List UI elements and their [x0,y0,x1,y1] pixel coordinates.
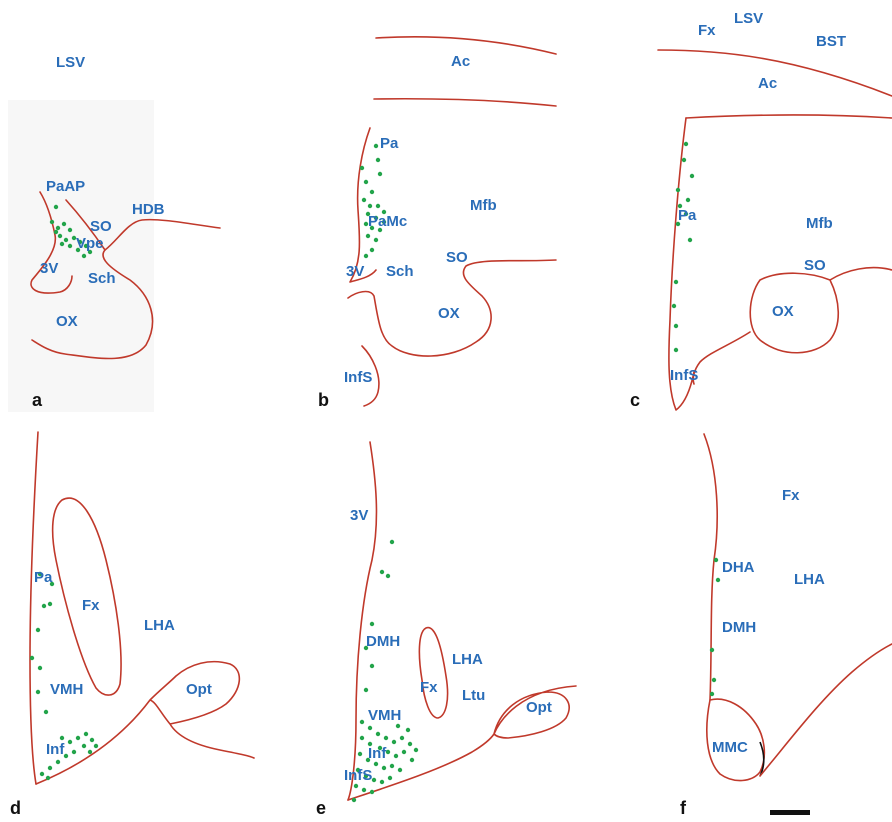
panel-e-label-inf: Inf [368,745,387,762]
panel-c-label-pa: Pa [678,207,697,224]
panel-f-label-dmh: DMH [722,619,756,636]
panel-c-label-bst: BST [816,33,846,50]
panel-e-label-vmh: VMH [368,707,401,724]
panel-e-label-lha: LHA [452,651,483,668]
panel-e-label-opt: Opt [526,699,552,716]
panel-a-label-sch: Sch [88,270,116,287]
panel-e-label-3v: 3V [350,507,368,524]
panel-e-label-ltu: Ltu [462,687,485,704]
panel-d-label-vmh: VMH [50,681,83,698]
panel-a-label-3v: 3V [40,260,58,277]
panel-f-cells [709,557,721,697]
panel-c-cells [671,141,695,353]
panel-b-outline-ventricle [349,127,377,283]
panel-a-label-ox: OX [56,313,78,330]
panel-f-label-dha: DHA [722,559,755,576]
panel-d-label-pa: Pa [34,569,53,586]
panel-b-label-sch: Sch [386,263,414,280]
panel-f: Fx DHA LHA DMH MMC f [680,433,892,818]
panel-a-background [8,100,154,412]
panel-e-letter: e [316,798,326,818]
panel-a-label-so: SO [90,218,112,235]
panel-a-label-paap: PaAP [46,178,85,195]
panel-b-label-3v: 3V [346,263,364,280]
panel-e-cells [351,539,419,803]
panel-a-letter: a [32,390,43,410]
panel-c-label-lsv: LSV [734,10,763,27]
panel-e-outline-fornix [418,627,449,719]
panel-a-label-vpe: Vpe [76,235,104,252]
panel-c-label-mfb: Mfb [806,215,833,232]
panel-f-outline-mammillary [706,698,766,782]
panel-f-outline-lateral [759,643,892,777]
panel-c-outline-ac-top [657,49,892,97]
panel-d-cells [29,571,99,781]
panel-c-outline-ac-bottom [685,114,892,119]
panel-b: Ac Pa PaMc Mfb SO 3V Sch OX InfS b [318,35,557,410]
panel-a: LSV PaAP SO HDB Vpe 3V Sch OX a [8,54,221,412]
panel-a-outline-upper [65,199,106,251]
panel-d-label-fx: Fx [82,597,100,614]
panel-f-outline-midline [703,433,718,701]
panel-c-label-fx: Fx [698,22,716,39]
panel-f-label-fx: Fx [782,487,800,504]
panel-b-cells [359,143,387,259]
panel-b-outline-ac-bottom [373,97,557,107]
scale-bar [770,810,810,815]
panel-e-outline-optic [347,685,577,801]
panel-b-letter: b [318,390,329,410]
panel-d-outline-midline [29,431,39,785]
panel-a-cells [49,204,93,259]
panel-f-outline-dark-edge [759,741,765,777]
panel-e-label-fx: Fx [420,679,438,696]
panel-c: Fx LSV BST Ac Pa Mfb SO OX InfS c [630,10,892,411]
panel-f-label-mmc: MMC [712,739,748,756]
panel-b-label-pamc: PaMc [368,213,407,230]
panel-c-letter: c [630,390,640,410]
panel-c-label-infs: InfS [670,367,698,384]
panel-e-label-dmh: DMH [366,633,400,650]
panel-a-outline-chiasm [31,218,221,360]
panel-e-label-infs: InfS [344,767,372,784]
panel-c-label-ac: Ac [758,75,777,92]
panel-f-label-lha: LHA [794,571,825,588]
panel-b-label-pa: Pa [380,135,399,152]
panel-b-outline-infs [361,345,380,407]
panel-d-label-inf: Inf [46,741,65,758]
panel-d-outline-optic [35,660,255,785]
panel-d-label-lha: LHA [144,617,175,634]
panel-c-label-ox: OX [772,303,794,320]
panel-b-label-mfb: Mfb [470,197,497,214]
panel-b-label-so: SO [446,249,468,266]
panel-a-label-lsv: LSV [56,54,85,71]
panel-b-label-ac: Ac [451,53,470,70]
panel-b-outline-ac-top [375,35,557,55]
panel-c-outline-chiasm [692,266,892,385]
panel-d: Pa Fx LHA Opt VMH Inf d [10,431,255,818]
panel-e-outline-midline [347,441,378,801]
panel-d-outline-fornix [51,497,122,696]
panel-c-label-so: SO [804,257,826,274]
panel-b-label-ox: OX [438,305,460,322]
panel-b-outline-chiasm [347,259,557,357]
panel-a-label-hdb: HDB [132,201,165,218]
panel-e: 3V DMH LHA Fx Ltu Opt VMH Inf InfS e [316,441,577,818]
panel-d-letter: d [10,798,21,818]
panel-b-label-infs: InfS [344,369,372,386]
panel-d-label-opt: Opt [186,681,212,698]
panel-f-letter: f [680,798,687,818]
